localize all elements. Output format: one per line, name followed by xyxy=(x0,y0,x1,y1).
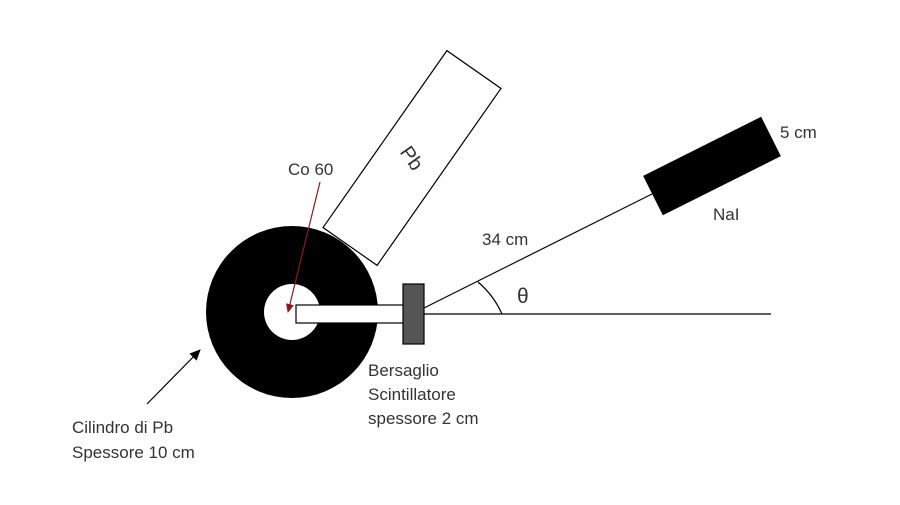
theta-label: θ xyxy=(517,285,529,308)
nai-label: NaI xyxy=(713,205,739,224)
detector-line xyxy=(411,193,653,315)
pb-shield: Pb xyxy=(322,49,502,267)
nai-detector xyxy=(643,116,781,216)
co60-arrow xyxy=(286,181,321,313)
distance-34cm-label: 34 cm xyxy=(482,230,528,249)
size-5cm-label: 5 cm xyxy=(780,123,817,142)
target-label-line3: spessore 2 cm xyxy=(368,409,479,428)
theta-arc xyxy=(477,281,503,315)
target-label-line2: Scintillatore xyxy=(368,385,456,404)
cylinder-label-line1: Cilindro di Pb xyxy=(72,418,173,437)
collimator-channel xyxy=(295,304,405,324)
cylinder-label-line2: Spessore 10 cm xyxy=(72,443,195,462)
target-label-line1: Bersaglio xyxy=(368,361,439,380)
co60-label: Co 60 xyxy=(288,160,333,179)
target-scintillator xyxy=(402,283,425,345)
cylinder-arrow xyxy=(146,349,201,405)
